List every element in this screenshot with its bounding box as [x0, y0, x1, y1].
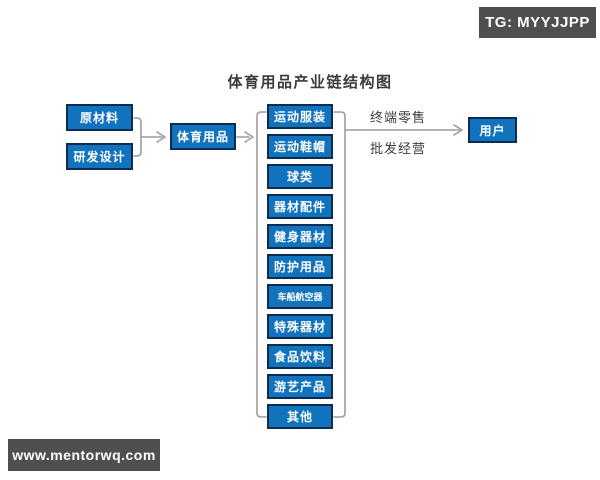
- category-node-amusement-products: 游艺产品: [267, 374, 333, 399]
- category-node-balls: 球类: [267, 164, 333, 189]
- categories-left-bracket: [256, 111, 267, 418]
- channel-label-retail: 终端零售: [370, 110, 427, 125]
- arrowhead: [156, 131, 166, 143]
- channel-label-wholesale: 批发经营: [370, 141, 427, 156]
- categories-right-bracket: [333, 111, 346, 418]
- node-end-user: 用户: [468, 117, 517, 143]
- category-node-protective-gear: 防护用品: [267, 254, 333, 279]
- category-node-equipment-parts: 器材配件: [267, 194, 333, 219]
- upstream-bracket: [133, 117, 142, 157]
- diagram-title: 体育用品产业链结构图: [227, 74, 393, 91]
- arrowhead: [244, 131, 254, 143]
- watermark-tg-badge: TG: MYYJJPP: [479, 7, 596, 38]
- category-node-fitness-gear: 健身器材: [267, 224, 333, 249]
- category-node-vehicles-aircraft: 车船航空器: [267, 284, 333, 309]
- category-node-sports-apparel: 运动服装: [267, 104, 333, 129]
- category-node-others: 其他: [267, 404, 333, 429]
- node-sporting-goods: 体育用品: [170, 123, 236, 150]
- category-node-special-equipment: 特殊器材: [267, 314, 333, 339]
- category-column: 运动服装 运动鞋帽 球类 器材配件 健身器材 防护用品 车船航空器 特殊器材 食…: [267, 104, 333, 429]
- node-raw-materials: 原材料: [66, 104, 133, 131]
- category-node-sports-footwear: 运动鞋帽: [267, 134, 333, 159]
- category-node-food-beverage: 食品饮料: [267, 344, 333, 369]
- arrowhead: [453, 124, 463, 136]
- watermark-site-badge: www.mentorwq.com: [8, 439, 160, 471]
- node-rnd-design: 研发设计: [66, 143, 133, 170]
